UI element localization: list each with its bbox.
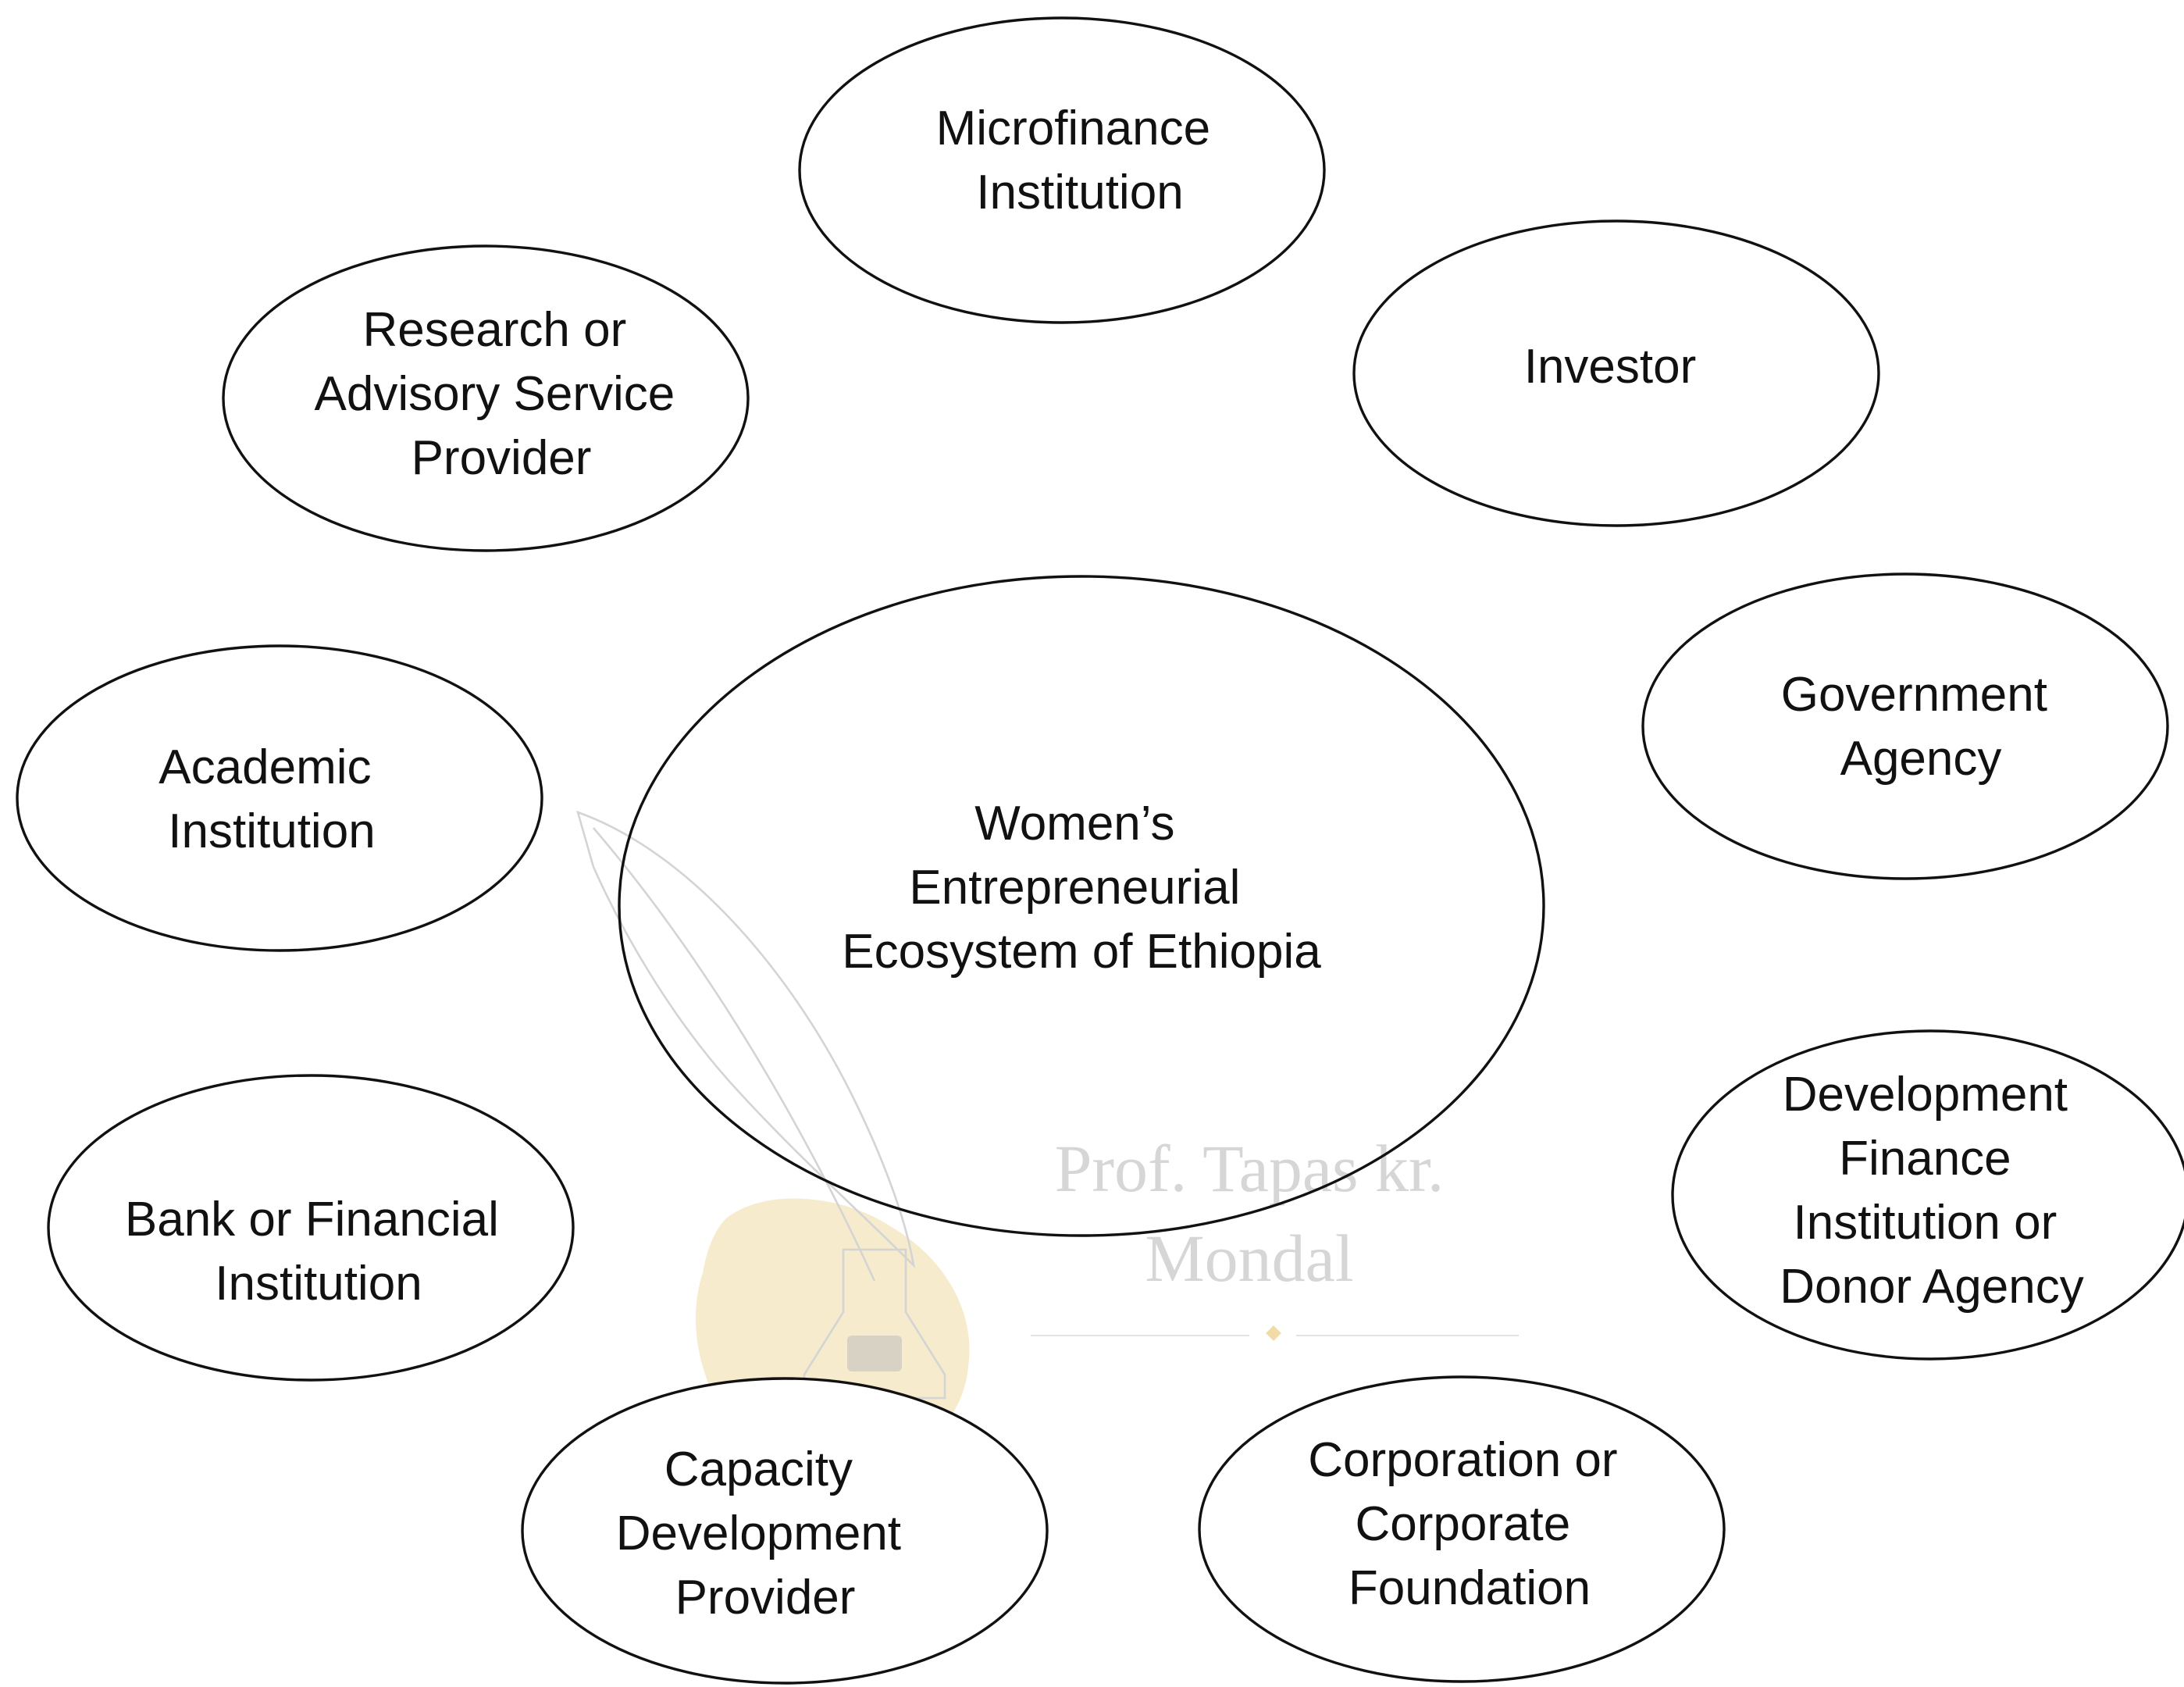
node-label-line: Corporate xyxy=(1356,1497,1571,1551)
node-government-agency: Government Agency xyxy=(1641,572,2169,880)
node-ellipse xyxy=(1198,1375,1726,1683)
node-academic-institution: Academic Institution xyxy=(16,644,543,952)
center-label: Women’s Entrepreneurial Ecosystem of Eth… xyxy=(842,797,1321,979)
node-label-line: Development xyxy=(616,1507,901,1560)
node-label-line: Institution xyxy=(976,166,1183,219)
node-label-line: Provider xyxy=(675,1571,856,1625)
node-label-line: Government xyxy=(1781,668,2047,722)
node-label-line: Agency xyxy=(1840,732,2002,786)
node-label: Corporation or Corporate Foundation xyxy=(1308,1433,1631,1615)
node-ellipse xyxy=(47,1074,575,1382)
node-label: Research or Advisory Service Provider xyxy=(315,303,689,485)
node-label-line: Finance xyxy=(1839,1132,2011,1186)
ink-bottle-label xyxy=(847,1336,902,1371)
node-label-line: Provider xyxy=(412,431,592,485)
node-label-line: Advisory Service xyxy=(315,367,675,421)
node-label-line: Institution xyxy=(215,1257,422,1311)
center-label-line: Women’s xyxy=(974,797,1174,851)
node-bank-or-financial-institution: Bank or Financial Institution xyxy=(47,1074,575,1382)
node-label-line: Bank or Financial xyxy=(125,1193,499,1247)
center-label-line: Ecosystem of Ethiopia xyxy=(842,925,1321,979)
node-ellipse xyxy=(1641,572,2169,880)
node-label-line: Academic xyxy=(159,740,371,794)
node-capacity-development-provider: Capacity Development Provider xyxy=(521,1377,1049,1685)
quill-shaft xyxy=(593,827,876,1282)
node-label-line: Institution or xyxy=(1794,1196,2058,1250)
node-label-line: Research or xyxy=(363,303,627,357)
node-microfinance-institution: Microfinance Institution xyxy=(798,16,1326,324)
node-label: Government Agency xyxy=(1781,668,2061,786)
node-label: Bank or Financial Institution xyxy=(125,1193,512,1311)
node-label-line: Investor xyxy=(1524,340,1697,394)
node-ellipse xyxy=(222,244,750,552)
node-investor: Investor xyxy=(1352,219,1880,527)
quill-icon xyxy=(576,810,915,1268)
watermark-rule-diamond xyxy=(1266,1325,1281,1341)
node-ellipse xyxy=(1352,219,1880,527)
node-label-line: Development xyxy=(1783,1068,2068,1122)
node-development-finance-institution: Development Finance Institution or Donor… xyxy=(1671,1029,2184,1361)
node-label: Academic Institution xyxy=(159,740,384,858)
ink-bottle-icon xyxy=(803,1248,946,1400)
center-node: Women’s Entrepreneurial Ecosystem of Eth… xyxy=(618,575,1545,1237)
node-ellipse xyxy=(1671,1029,2184,1361)
node-ellipse xyxy=(521,1377,1049,1685)
node-label-line: Corporation or xyxy=(1308,1433,1617,1487)
node-ellipse xyxy=(798,16,1326,324)
center-ellipse xyxy=(618,575,1545,1237)
node-research-or-advisory-service-provider: Research or Advisory Service Provider xyxy=(222,244,750,552)
node-label-line: Foundation xyxy=(1349,1561,1591,1615)
node-label: Investor xyxy=(1524,340,1697,394)
watermark-line-1: Prof. Tapas kr. xyxy=(1055,1131,1445,1206)
node-label-line: Institution xyxy=(168,804,375,858)
center-label-line: Entrepreneurial xyxy=(909,861,1240,915)
node-label-line: Capacity xyxy=(664,1443,853,1496)
node-corporation-or-corporate-foundation: Corporation or Corporate Foundation xyxy=(1198,1375,1726,1683)
node-label-line: Microfinance xyxy=(936,102,1210,155)
node-label-line: Donor Agency xyxy=(1780,1260,2083,1314)
watermark-line-2: Mondal xyxy=(1145,1221,1354,1296)
node-label: Microfinance Institution xyxy=(936,102,1224,219)
node-label: Capacity Development Provider xyxy=(616,1443,915,1625)
node-ellipse xyxy=(16,644,543,952)
node-label: Development Finance Institution or Donor… xyxy=(1780,1068,2083,1314)
